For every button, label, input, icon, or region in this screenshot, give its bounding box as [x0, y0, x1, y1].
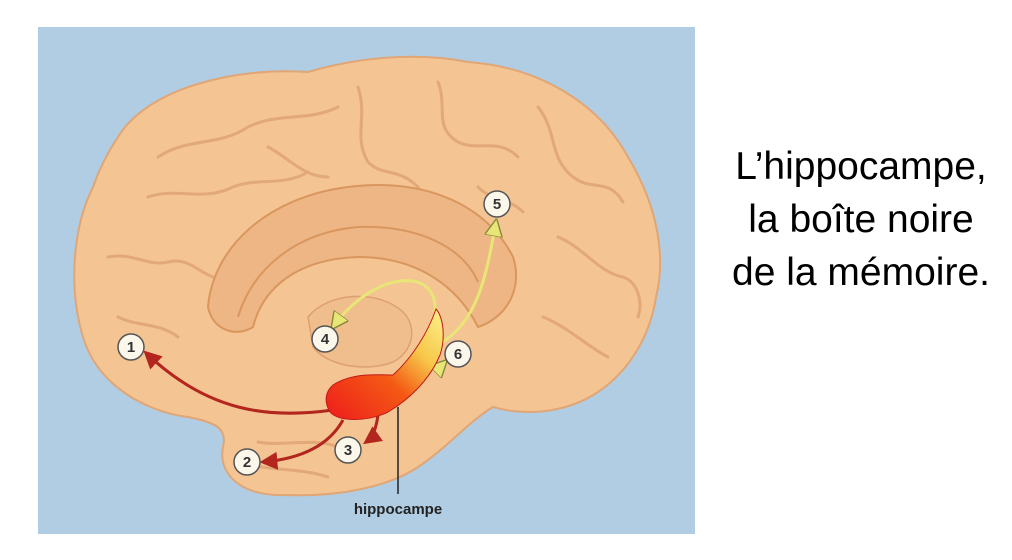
cingulate-line [237, 225, 479, 318]
hippocampus [325, 308, 444, 420]
hippocampus-label: hippocampe [354, 501, 442, 518]
marker-6-label: 6 [454, 346, 462, 363]
marker-4: 4 [311, 325, 339, 353]
corpus-callosum [206, 184, 518, 333]
pathway-to-2 [259, 419, 345, 470]
marker-3: 3 [334, 436, 362, 464]
marker-3-label: 3 [344, 442, 352, 459]
caption-line-1: L’hippocampe, [735, 145, 987, 188]
marker-5: 5 [483, 190, 511, 218]
brain-diagram: 1 2 3 4 5 6 hippocampe [38, 27, 695, 534]
caption-line-3: de la mémoire. [732, 251, 990, 294]
caption-line-2: la boîte noire [748, 198, 974, 241]
pathway-to-3 [363, 414, 383, 445]
pathway-to-5 [437, 222, 496, 347]
brain-illustration: 1 2 3 4 5 6 hippocampe [73, 55, 662, 518]
marker-1: 1 [117, 333, 145, 361]
pathway-to-1 [143, 350, 334, 415]
marker-5-label: 5 [493, 196, 501, 213]
brain-shape [73, 55, 662, 497]
marker-2-label: 2 [243, 454, 251, 471]
pathway-to-4 [333, 279, 437, 327]
caption: L’hippocampe, la boîte noire de la mémoi… [715, 140, 1007, 299]
marker-1-label: 1 [127, 339, 135, 356]
marker-2: 2 [233, 448, 261, 476]
marker-6: 6 [444, 340, 472, 368]
marker-4-label: 4 [321, 331, 330, 348]
